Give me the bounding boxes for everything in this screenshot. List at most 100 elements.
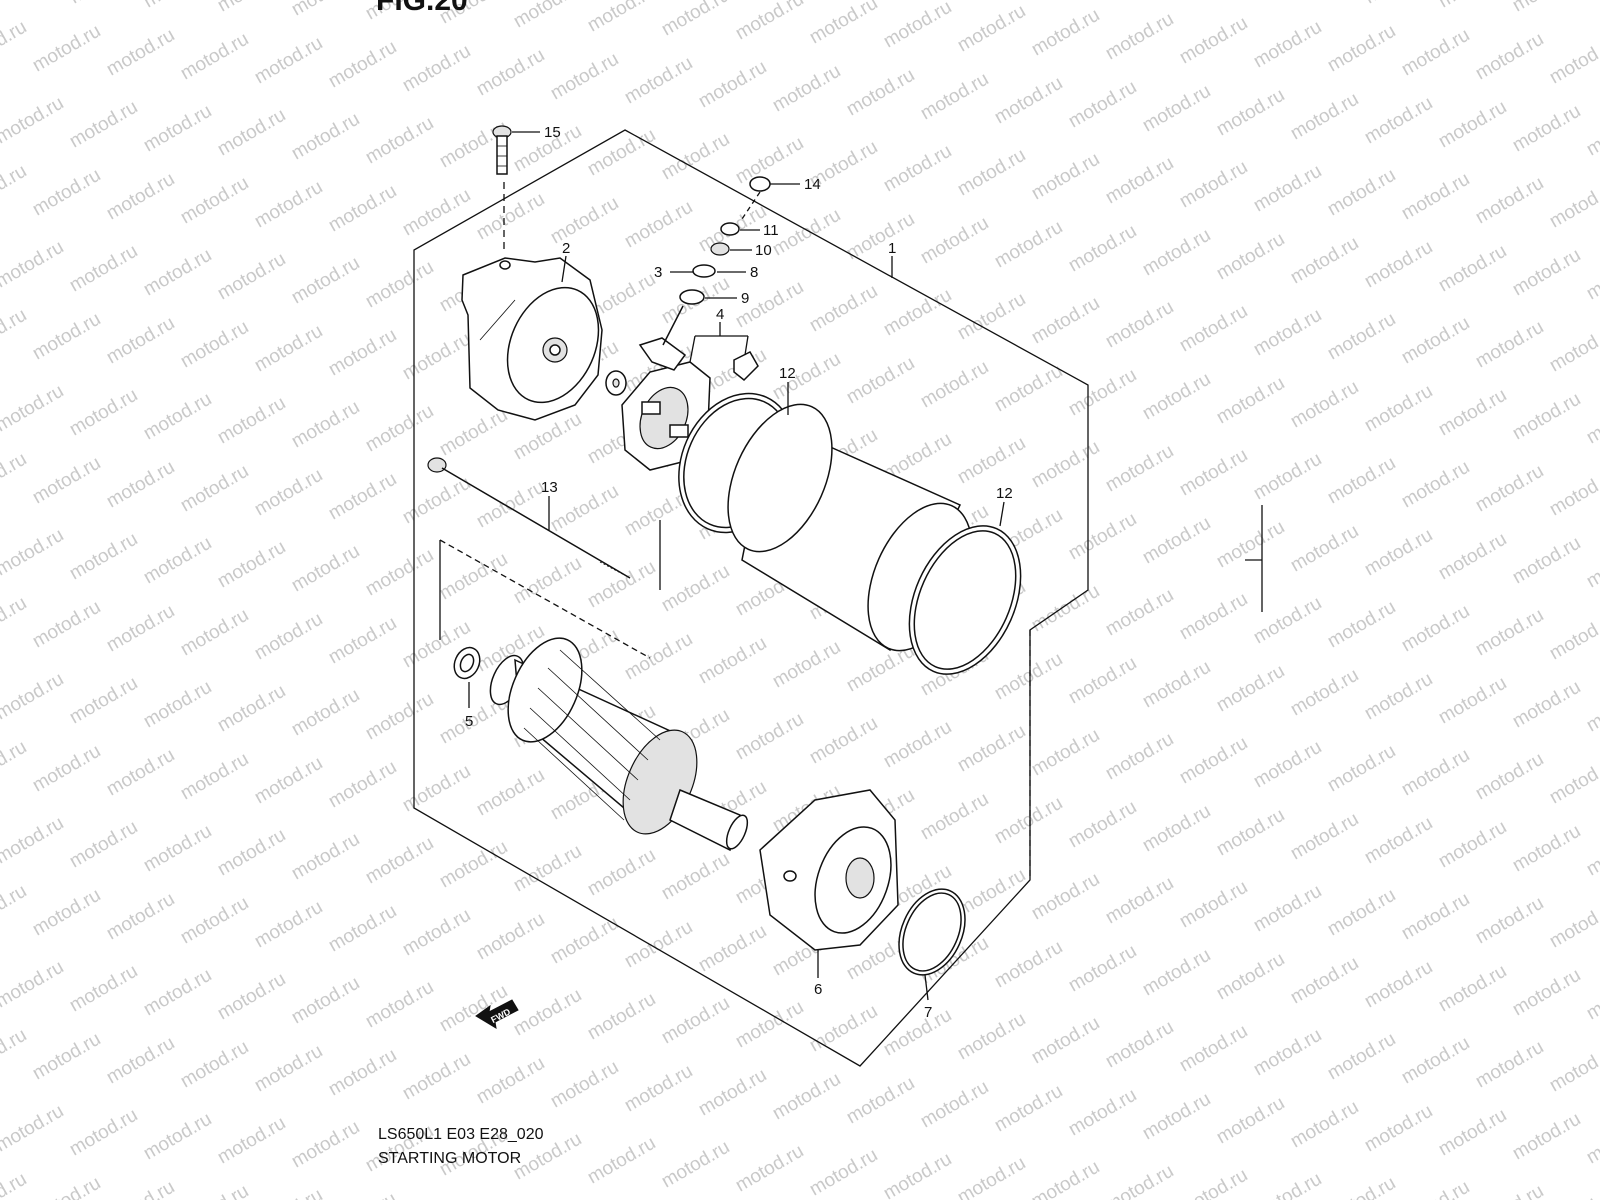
watermark-text: motod.ru [103, 25, 178, 81]
margin-tick [1245, 505, 1263, 612]
watermark-text: motod.ru [1398, 1033, 1473, 1089]
watermark-text: motod.ru [325, 757, 400, 813]
watermark-text: motod.ru [177, 1181, 252, 1200]
watermark-text: motod.ru [1065, 941, 1140, 997]
watermark-text: motod.ru [1028, 437, 1103, 493]
watermark-text: motod.ru [732, 0, 807, 44]
watermark-text: motod.ru [251, 465, 326, 521]
watermark-text: motod.ru [584, 0, 659, 36]
watermark-text: motod.ru [880, 717, 955, 773]
watermark-text: motod.ru [1250, 1169, 1325, 1200]
watermark-text: motod.ru [1102, 9, 1177, 65]
callout-2: 2 [562, 240, 570, 257]
watermark-text: motod.ru [362, 545, 437, 601]
watermark-text: motod.ru [1546, 897, 1600, 953]
watermark-text: motod.ru [1361, 525, 1436, 581]
watermark-text: motod.ru [214, 681, 289, 737]
callout-11: 11 [763, 222, 779, 239]
watermark-text: motod.ru [1213, 85, 1288, 141]
part-o-ring-front [898, 888, 966, 976]
watermark-text: motod.ru [510, 985, 585, 1041]
watermark-text: motod.ru [29, 21, 104, 77]
watermark-text: motod.ru [1250, 1025, 1325, 1081]
watermark-text: motod.ru [1102, 297, 1177, 353]
watermark-text: motod.ru [0, 1025, 30, 1081]
watermark-text: motod.ru [954, 433, 1029, 489]
watermark-text: motod.ru [843, 65, 918, 121]
watermark-text: motod.ru [177, 29, 252, 85]
watermark-text: motod.ru [140, 0, 215, 12]
watermark-text: motod.ru [1250, 161, 1325, 217]
watermark-text: motod.ru [0, 237, 67, 293]
watermark-text: motod.ru [103, 1033, 178, 1089]
part-yoke [727, 403, 973, 652]
watermark-text: motod.ru [1546, 177, 1600, 233]
watermark-text: motod.ru [1361, 1101, 1436, 1157]
watermark-text: motod.ru [66, 961, 141, 1017]
watermark-text: motod.ru [1176, 445, 1251, 501]
watermark-text: motod.ru [1361, 381, 1436, 437]
watermark-text: motod.ru [399, 905, 474, 961]
watermark-text: motod.ru [991, 793, 1066, 849]
part-bolt [492, 125, 512, 175]
watermark-text: motod.ru [1472, 1037, 1547, 1093]
watermark-text: motod.ru [917, 789, 992, 845]
watermark-text: motod.ru [103, 745, 178, 801]
watermark-text: motod.ru [954, 721, 1029, 777]
callout-12-lower: 12 [996, 485, 1013, 502]
watermark-text: motod.ru [214, 537, 289, 593]
watermark-text: motod.ru [1028, 1157, 1103, 1200]
callout-13: 13 [541, 479, 558, 496]
watermark-text: motod.ru [288, 541, 363, 597]
watermark-text: motod.ru [0, 957, 67, 1013]
watermark-text: motod.ru [251, 897, 326, 953]
watermark-text: motod.ru [621, 629, 696, 685]
watermark-text: motod.ru [1139, 945, 1214, 1001]
watermark-text: motod.ru [843, 1073, 918, 1129]
watermark-text: motod.ru [510, 0, 585, 32]
watermark-text: motod.ru [1398, 601, 1473, 657]
watermark-text: motod.ru [66, 97, 141, 153]
watermark-text: motod.ru [584, 1133, 659, 1189]
watermark-text: motod.ru [1287, 233, 1362, 289]
watermark-text: motod.ru [621, 197, 696, 253]
watermark-text: motod.ru [806, 1001, 881, 1057]
watermark-text: motod.ru [1509, 1109, 1584, 1165]
watermark-text: motod.ru [732, 1141, 807, 1197]
watermark-text: motod.ru [1472, 605, 1547, 661]
watermark-text: motod.ru [917, 357, 992, 413]
watermark-text: motod.ru [1583, 249, 1600, 305]
watermark-text: motod.ru [1102, 441, 1177, 497]
watermark-text: motod.ru [769, 61, 844, 117]
watermark-text: motod.ru [29, 885, 104, 941]
watermark-text: motod.ru [0, 813, 67, 869]
watermark-text: motod.ru [288, 685, 363, 741]
watermark-text: motod.ru [1139, 657, 1214, 713]
watermark-text: motod.ru [1398, 457, 1473, 513]
watermark-text: motod.ru [991, 73, 1066, 129]
watermark-text: motod.ru [103, 169, 178, 225]
watermark-text: motod.ru [1213, 1093, 1288, 1149]
leader-lines [468, 131, 1005, 1001]
watermark-text: motod.ru [0, 525, 67, 581]
watermark-text: motod.ru [177, 893, 252, 949]
watermark-text: motod.ru [66, 385, 141, 441]
watermark-text: motod.ru [1583, 537, 1600, 593]
watermark-text: motod.ru [991, 361, 1066, 417]
watermark-text: motod.ru [621, 53, 696, 109]
watermark-text: motod.ru [510, 841, 585, 897]
watermark-text: motod.ru [1176, 589, 1251, 645]
watermark-text: motod.ru [1435, 241, 1510, 297]
watermark-text: motod.ru [288, 973, 363, 1029]
watermark-text: motod.ru [1546, 465, 1600, 521]
watermark-text: motod.ru [695, 633, 770, 689]
watermark-text: motod.ru [1583, 105, 1600, 161]
callout-12-upper: 12 [779, 365, 796, 382]
watermark-text: motod.ru [251, 1041, 326, 1097]
watermark-text: motod.ru [1546, 609, 1600, 665]
watermark-text: motod.ru [325, 469, 400, 525]
watermark-text: motod.ru [621, 917, 696, 973]
watermark-text: motod.ru [66, 1105, 141, 1161]
watermark-text: motod.ru [1546, 753, 1600, 809]
